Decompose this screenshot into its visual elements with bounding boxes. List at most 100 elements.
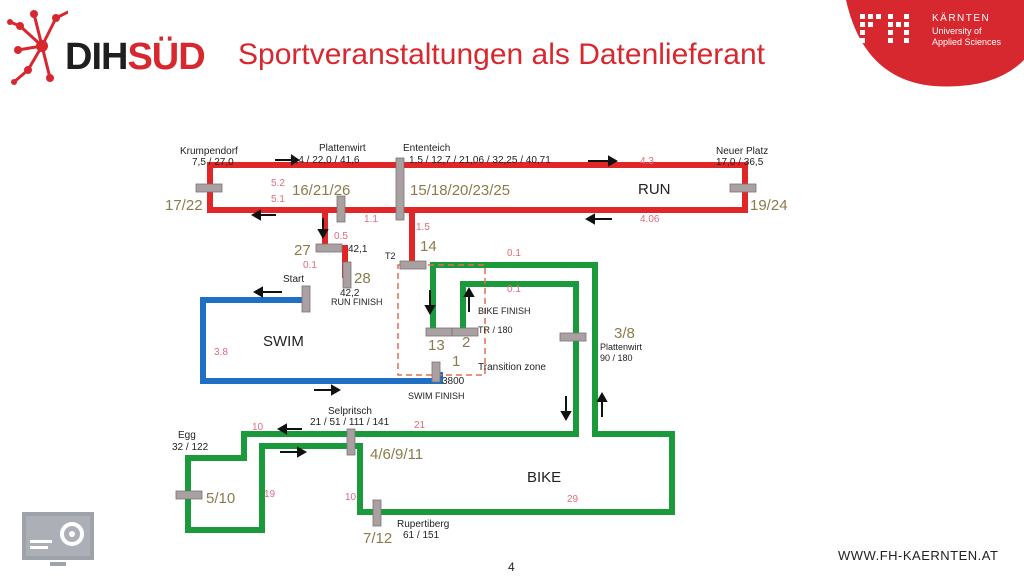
marker-ententeich xyxy=(395,157,405,221)
label-plattenwirt-right-val: 90 / 180 xyxy=(600,353,633,363)
arrow-right-top-left-icon xyxy=(275,154,300,166)
marker-16-21-26 xyxy=(336,195,346,223)
distance-3-8: 3.8 xyxy=(214,347,228,358)
checkpoint-5-10: 5/10 xyxy=(206,490,235,507)
label-bike-finish: BIKE FINISH xyxy=(478,306,531,316)
label-swim-finish-val: 3800 xyxy=(442,376,465,387)
monitor-settings-icon xyxy=(22,512,94,566)
checkpoint-14: 14 xyxy=(420,238,437,255)
page-number: 4 xyxy=(508,560,515,574)
label-plattenwirt-top-val: 2,4 / 22,0 / 41,6 xyxy=(290,155,360,166)
marker-28 xyxy=(342,261,352,289)
marker-7-12 xyxy=(372,499,382,527)
label-neuer-platz: Neuer Platz xyxy=(716,146,768,157)
label-swim-finish: SWIM FINISH xyxy=(408,391,465,401)
marker-2 xyxy=(451,327,479,337)
label-rupertiberg: Rupertiberg xyxy=(397,519,449,530)
direction-arrows xyxy=(250,154,619,458)
fh-name-line2: University of xyxy=(932,26,982,36)
arrow-down-run-finish-icon xyxy=(317,218,329,240)
arrow-down-t2-icon xyxy=(424,290,436,316)
dih-network-logo-icon xyxy=(7,10,68,85)
distance-21: 21 xyxy=(414,420,426,431)
arrow-left-swim-start-icon xyxy=(252,286,282,298)
transition-zone-box xyxy=(397,264,486,376)
distance-29: 29 xyxy=(567,494,579,505)
checkpoint-16-21-26: 16/21/26 xyxy=(292,182,350,199)
label-plattenwirt-right: Plattenwirt xyxy=(600,342,643,352)
marker-19-24 xyxy=(729,183,757,193)
section-label-run: RUN xyxy=(638,181,671,198)
label-selpritsch: Selpritsch xyxy=(328,406,372,417)
marker-5-10 xyxy=(175,490,203,500)
fh-badge-shape: KÄRNTEN University of Applied Sciences xyxy=(846,0,1024,87)
checkpoint-17-22: 17/22 xyxy=(165,197,203,214)
marker-13 xyxy=(425,327,453,337)
marker-start xyxy=(301,285,311,313)
distance-0-5: 0.5 xyxy=(334,231,348,242)
page-title: Sportveranstaltungen als Datenlieferant xyxy=(238,38,765,71)
checkpoint-1: 1 xyxy=(452,353,460,370)
marker-17-22 xyxy=(195,183,223,193)
marker-14 xyxy=(399,260,427,270)
marker-1 xyxy=(431,361,441,383)
fh-name-line1: KÄRNTEN xyxy=(932,12,990,24)
label-egg: Egg xyxy=(178,430,196,441)
section-label-bike: BIKE xyxy=(527,469,561,486)
logo-sued: SÜD xyxy=(127,36,205,78)
distance-10-rupertiberg: 10 xyxy=(345,492,357,503)
checkpoint-27: 27 xyxy=(294,242,311,259)
arrow-up-bike-finish-icon xyxy=(463,286,475,312)
marker-3-8 xyxy=(559,332,587,342)
label-rupertiberg-val: 61 / 151 xyxy=(403,530,440,541)
fh-dots-icon xyxy=(860,14,909,43)
label-t2: T2 xyxy=(385,251,396,261)
checkpoint-4-6-9-11: 4/6/9/11 xyxy=(370,446,423,463)
checkpoint-15-18: 15/18/20/23/25 xyxy=(410,182,510,199)
distance-0-1-run: 0.1 xyxy=(303,260,317,271)
arrow-right-bike-egg-icon xyxy=(280,446,308,458)
label-krumpendorf-val: 7,5 / 27,0 xyxy=(192,157,234,168)
arrow-up-bike-right-icon xyxy=(596,391,608,417)
distance-19: 19 xyxy=(264,489,276,500)
checkpoint-13: 13 xyxy=(428,337,445,354)
distance-5-1: 5.1 xyxy=(271,194,285,205)
label-ententeich-val: 1,5 / 12,7 / 21,06 / 32,25 / 40,71 xyxy=(409,155,551,166)
checkpoint-2: 2 xyxy=(462,334,470,351)
marker-27 xyxy=(315,243,343,253)
label-egg-val: 32 / 122 xyxy=(172,442,209,453)
swim-route xyxy=(200,297,443,384)
label-selpritsch-val: 21 / 51 / 111 / 141 xyxy=(310,417,390,428)
logo-dih: DIH xyxy=(65,36,128,78)
arrow-left-bottom-left-icon xyxy=(250,209,276,221)
fh-name-line3: Applied Sciences xyxy=(932,37,1002,47)
dihsued-logo: DIHSÜD xyxy=(65,36,206,79)
distance-4-06: 4.06 xyxy=(640,214,660,225)
distance-5-2: 5.2 xyxy=(271,178,285,189)
distance-1-5: 1.5 xyxy=(416,222,430,233)
label-42-1: 42,1 xyxy=(348,244,368,255)
label-plattenwirt-top: Plattenwirt xyxy=(319,143,366,154)
arrow-left-bottom-right-icon xyxy=(584,213,612,225)
marker-4-6-9-11 xyxy=(346,428,356,456)
arrow-right-top-right-icon xyxy=(588,155,619,167)
distance-0-1-bike-inner: 0.1 xyxy=(507,284,521,295)
footer-url: WWW.FH-KAERNTEN.AT xyxy=(838,548,999,563)
label-ententeich: Ententeich xyxy=(403,143,450,154)
checkpoint-markers xyxy=(175,157,757,527)
checkpoint-28: 28 xyxy=(354,270,371,287)
section-label-swim: SWIM xyxy=(263,333,304,350)
distance-1-1: 1.1 xyxy=(364,214,378,225)
bike-route xyxy=(185,262,675,533)
distance-4-3: 4.3 xyxy=(640,156,654,167)
label-run-finish-val: 42,2 xyxy=(340,288,360,299)
checkpoint-7-12: 7/12 xyxy=(363,530,392,547)
label-krumpendorf: Krumpendorf xyxy=(180,146,238,157)
checkpoint-3-8: 3/8 xyxy=(614,325,635,342)
label-run-finish: RUN FINISH xyxy=(331,297,383,307)
distance-0-1-bike-top: 0.1 xyxy=(507,248,521,259)
arrow-right-swim-bottom-icon xyxy=(314,384,342,396)
label-start: Start xyxy=(283,274,304,285)
arrow-down-bike-right-icon xyxy=(560,396,572,422)
